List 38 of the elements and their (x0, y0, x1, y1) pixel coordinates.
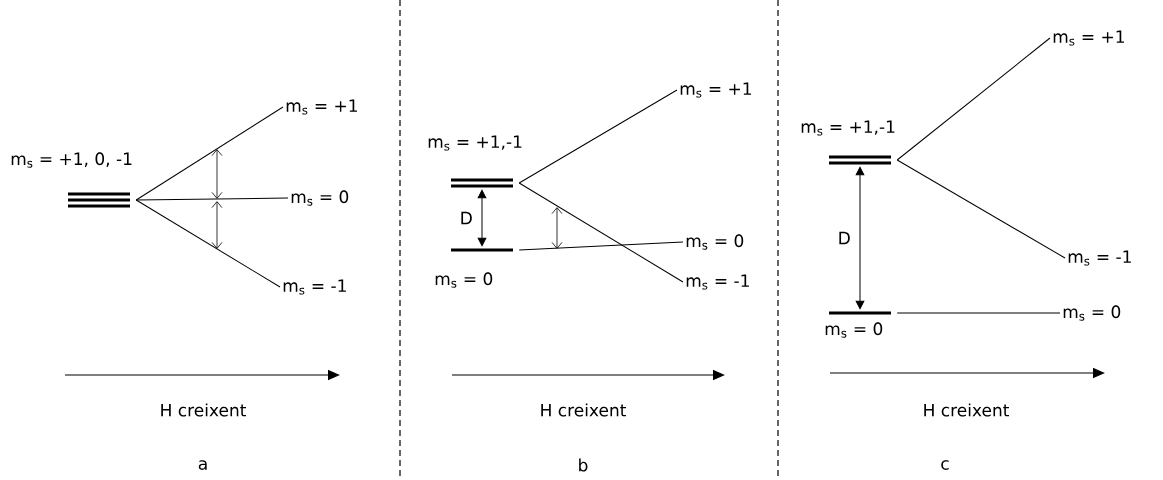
level-label: m$_{s}$ = +1 (286, 99, 357, 115)
double-arrow (855, 166, 865, 310)
level-line (896, 312, 1061, 314)
level-line (135, 199, 281, 288)
level-line (135, 106, 284, 201)
axis-label: H creixent (541, 403, 626, 417)
level-line (896, 159, 1066, 259)
energy-level (829, 155, 891, 165)
level-label: m$_{s}$ = 0 (291, 190, 349, 206)
level-line (135, 197, 289, 201)
panel-letter: b (579, 458, 588, 472)
level-label: m$_{s}$ = +1,-1 (801, 120, 895, 136)
edge-label: D (458, 210, 474, 226)
level-line (518, 89, 678, 184)
axis-label: H creixent (924, 403, 1009, 417)
level-line (896, 37, 1051, 161)
level-label: m$_{s}$ = -1 (1068, 250, 1131, 266)
level-label: m$_{s}$ = +1,-1 (428, 135, 522, 151)
level-label: m$_{s}$ = -1 (283, 279, 346, 295)
level-line (518, 241, 684, 251)
energy-level (451, 248, 513, 252)
level-label: m$_{s}$ = +1, 0, -1 (11, 152, 132, 168)
panel-letter: a (198, 460, 207, 470)
double-arrow (477, 189, 487, 247)
level-line (518, 182, 684, 283)
level-label: m$_{s}$ = 0 (435, 272, 493, 288)
energy-level (829, 311, 891, 315)
level-label: m$_{s}$ = 0 (686, 234, 744, 250)
level-label: m$_{s}$ = 0 (1063, 305, 1121, 321)
edge-label: D (836, 230, 852, 246)
energy-level (68, 192, 130, 208)
level-label: m$_{s}$ = +1 (1053, 30, 1124, 46)
level-label: m$_{s}$ = 0 (825, 322, 883, 338)
axis-label: H creixent (161, 403, 246, 417)
energy-level (451, 178, 513, 188)
level-label: m$_{s}$ = -1 (686, 274, 749, 290)
level-label: m$_{s}$ = +1 (680, 82, 751, 98)
panel-letter: c (941, 460, 949, 470)
